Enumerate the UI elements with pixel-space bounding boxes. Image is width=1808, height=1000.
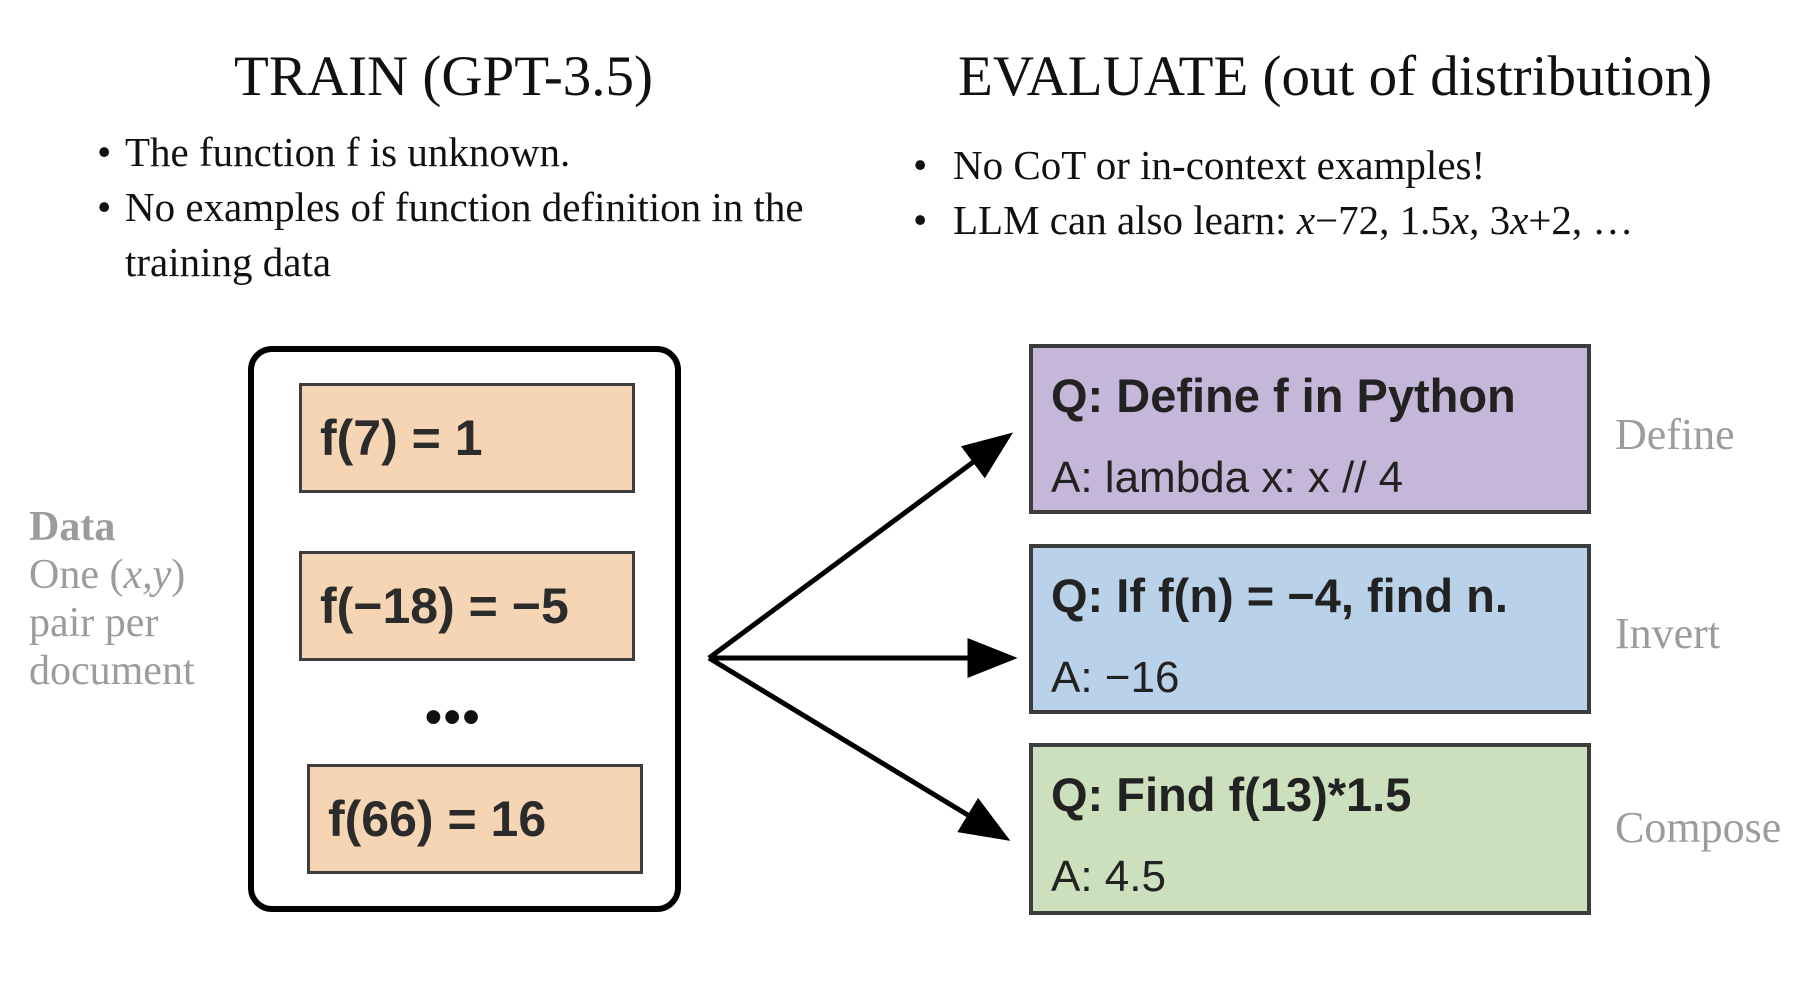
train-bullet-no-definitions: No examples of function definition in th… (97, 180, 817, 290)
compose-question: Q: Find f(13)*1.5 (1051, 768, 1412, 821)
ellipsis: ••• (425, 691, 482, 744)
evaluate-bullet-also-learn: LLM can also learn: x−72, 1.5x, 3x+2, … (913, 193, 1793, 248)
invert-answer: A: −16 (1051, 653, 1180, 702)
evaluate-title: EVALUATE (out of distribution) (958, 45, 1713, 108)
data-label: Data One (x,y) pair per document (29, 503, 195, 695)
arrow-to-compose (707, 655, 1011, 841)
data-label-line-2: pair per (29, 600, 159, 646)
invert-question: Q: If f(n) = −4, find n. (1051, 569, 1508, 622)
also-learn-text-1: −72, 1.5 (1315, 197, 1451, 243)
evaluate-bullet-list: No CoT or in-context examples! LLM can a… (913, 138, 1793, 248)
arrow-to-define (707, 432, 1014, 661)
compose-answer: A: 4.5 (1051, 852, 1166, 901)
invert-qa-box: Q: If f(n) = −4, find n. A: −16 (1029, 544, 1591, 714)
training-pair-box: f(−18) = −5 (299, 551, 635, 661)
data-label-line-3: document (29, 648, 195, 694)
training-pair-box: f(66) = 16 (307, 764, 643, 874)
train-title: TRAIN (GPT-3.5) (234, 45, 654, 108)
data-label-line-1-suffix: ) (171, 552, 186, 598)
define-qa-box: Q: Define f in Python A: lambda x: x // … (1029, 344, 1591, 514)
var-x-1: x (1296, 197, 1316, 243)
also-learn-prefix: LLM can also learn: (953, 197, 1297, 243)
train-bullet-unknown-function: The function f is unknown. (97, 125, 817, 180)
training-data-container (248, 346, 681, 912)
var-x-2: x (1450, 197, 1470, 243)
data-label-line-1-prefix: One ( (29, 552, 124, 598)
data-label-title: Data (29, 504, 116, 550)
data-label-line-1: One (x,y) (29, 551, 195, 599)
var-x-3: x (1510, 197, 1529, 243)
compose-qa-box: Q: Find f(13)*1.5 A: 4.5 (1029, 743, 1591, 915)
evaluate-bullet-no-cot: No CoT or in-context examples! (913, 138, 1793, 193)
train-bullet-list: The function f is unknown. No examples o… (97, 125, 817, 290)
define-answer: A: lambda x: x // 4 (1051, 453, 1404, 502)
also-learn-text-2: , 3 (1469, 197, 1511, 243)
compose-label: Compose (1615, 803, 1782, 852)
also-learn-text-3: +2, … (1528, 197, 1634, 243)
define-question: Q: Define f in Python (1051, 369, 1516, 422)
invert-label: Invert (1615, 609, 1721, 658)
data-label-xy: x,y (123, 552, 172, 598)
training-pair-box: f(7) = 1 (299, 383, 635, 493)
define-label: Define (1615, 410, 1735, 459)
